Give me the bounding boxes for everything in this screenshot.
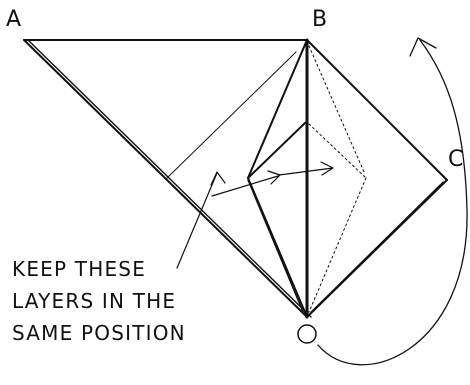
pointer-arrow-right [278, 167, 334, 176]
right-flap [306, 39, 448, 318]
edge-b-c [306, 39, 448, 181]
edge-c-bottom [306, 179, 448, 318]
note-line-1: KEEP THESE [12, 257, 146, 281]
pointer-arrow-mid [211, 175, 279, 197]
inner-kite-lower [247, 179, 304, 313]
pointer-arrows [176, 161, 334, 269]
kite-left-upper [247, 39, 308, 179]
edge-a-bottom-inner [27, 39, 312, 318]
edge-a-bottom [23, 39, 308, 318]
label-b: B [312, 7, 327, 32]
inner-fold-line [166, 51, 297, 179]
hidden-dotted-top [308, 45, 365, 173]
pointer-arrow-long [176, 172, 218, 269]
hidden-dotted-lower [308, 177, 367, 313]
note-line-2: LAYERS IN THE [12, 289, 176, 313]
note-line-3: SAME POSITION [12, 321, 186, 345]
label-c: C [448, 147, 463, 172]
rotation-arrow [317, 37, 468, 366]
edge-c-bottom-inner [310, 181, 444, 313]
inner-kite-upper [247, 122, 306, 179]
left-flap [23, 39, 312, 318]
pivot-circle [297, 324, 317, 344]
pointer-arrow-long-head [210, 171, 226, 186]
rotation-arrow-head [409, 37, 437, 57]
center-kite [247, 38, 367, 319]
pointer-arrow-right-head [320, 161, 334, 176]
hidden-dotted-upper [308, 123, 367, 179]
label-a: A [6, 7, 21, 32]
rotation-arrow-curve [317, 39, 468, 366]
kite-left-lower [247, 177, 308, 318]
